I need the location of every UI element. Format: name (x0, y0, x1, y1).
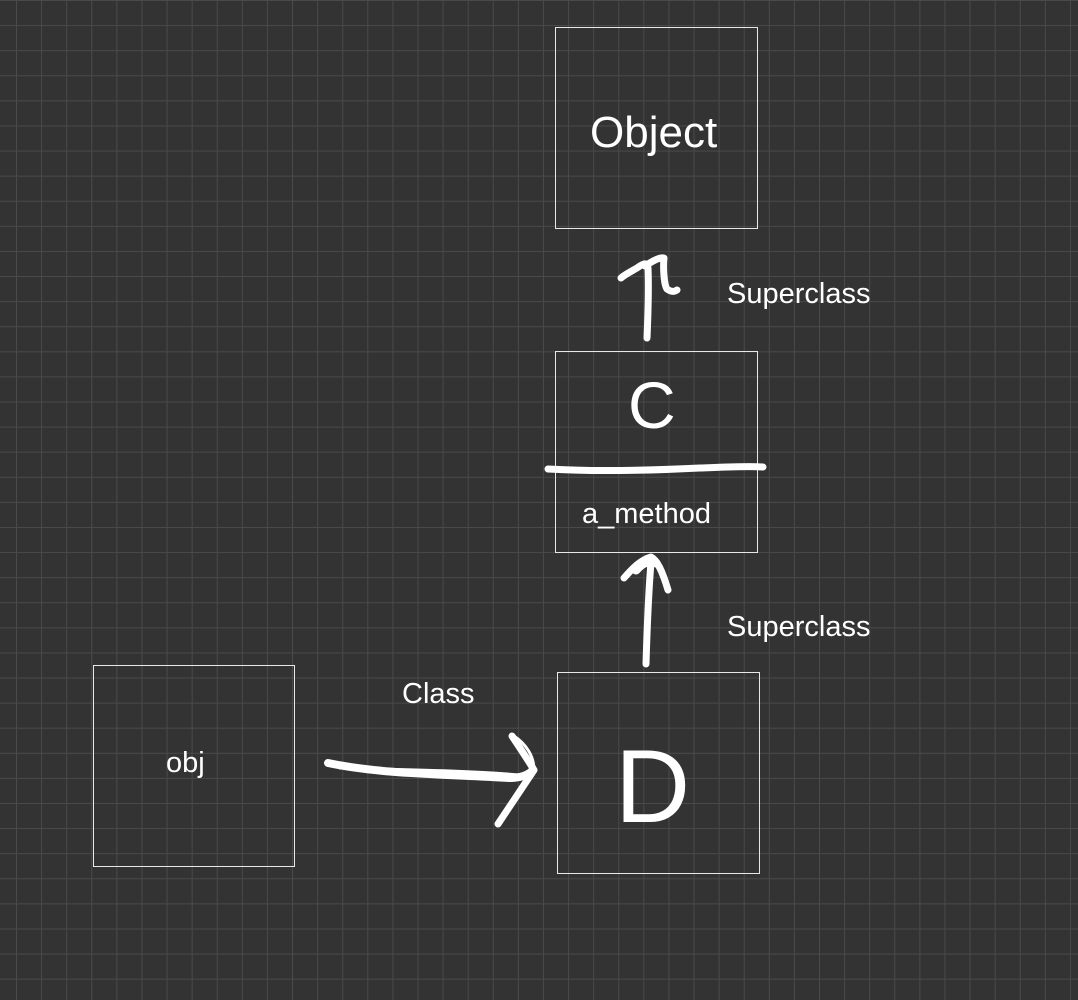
class-arrowhead-obj-to-d (494, 732, 538, 828)
class-arrow-obj-to-d-second-stroke (338, 766, 522, 777)
d-class-label: D (615, 729, 691, 845)
d-class-box[interactable] (557, 672, 760, 874)
superclass-arrowhead-d-to-c (620, 553, 672, 594)
class-arrow-obj-to-d (324, 759, 536, 782)
superclass-arrowhead-d-to-c-fill (631, 557, 661, 575)
class-arrowhead-obj-to-d-loop (512, 734, 536, 772)
obj-instance-box[interactable] (93, 665, 295, 867)
c-class-box[interactable] (555, 351, 758, 553)
superclass-arrow-c-to-object (617, 260, 652, 342)
superclass-arrow-d-to-c (642, 558, 655, 668)
class-edge-label-obj-d: Class (402, 678, 475, 710)
superclass-edge-label-d-c: Superclass (727, 611, 871, 643)
object-class-box[interactable] (555, 27, 758, 229)
obj-instance-label: obj (166, 747, 205, 779)
object-class-label: Object (590, 108, 718, 157)
superclass-arrowhead-c-to-object (641, 254, 681, 295)
c-method-label: a_method (582, 498, 711, 530)
c-class-label: C (628, 368, 676, 442)
superclass-edge-label-c-object: Superclass (727, 278, 871, 310)
